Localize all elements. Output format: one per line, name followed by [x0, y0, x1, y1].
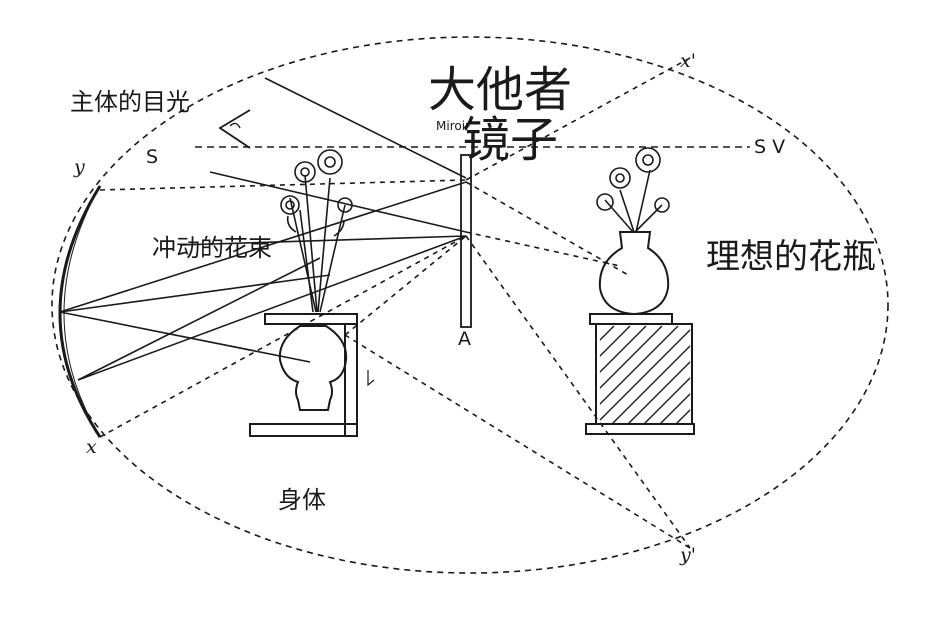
real-vase [278, 325, 348, 411]
letter-a: A [458, 328, 471, 350]
letter-y: y [74, 156, 85, 178]
label-mirror-small: Miroir [436, 119, 470, 133]
label-body: 身体 [278, 486, 326, 514]
left-stand [249, 313, 358, 437]
impulse-bouquet [280, 149, 353, 313]
letter-s: S [146, 146, 159, 168]
ideal-vase [598, 231, 670, 316]
label-big-other: 大他者 [428, 62, 573, 118]
letter-x-prime: x' [680, 50, 696, 72]
label-subject-gaze: 主体的目光 [70, 88, 190, 116]
concave-mirror [58, 185, 102, 438]
ideal-bouquet [596, 147, 670, 233]
label-mirror: 镜子 [462, 112, 559, 168]
letter-x: x [86, 436, 97, 458]
letter-y-prime: y' [680, 544, 696, 566]
eye-icon [218, 109, 251, 149]
letter-sv: S V [754, 136, 786, 158]
dashed-ellipse [51, 36, 889, 574]
label-impulse-bouquet: 冲动的花束 [152, 234, 272, 262]
label-ideal-vase: 理想的花瓶 [706, 237, 876, 277]
plane-mirror [460, 154, 472, 328]
